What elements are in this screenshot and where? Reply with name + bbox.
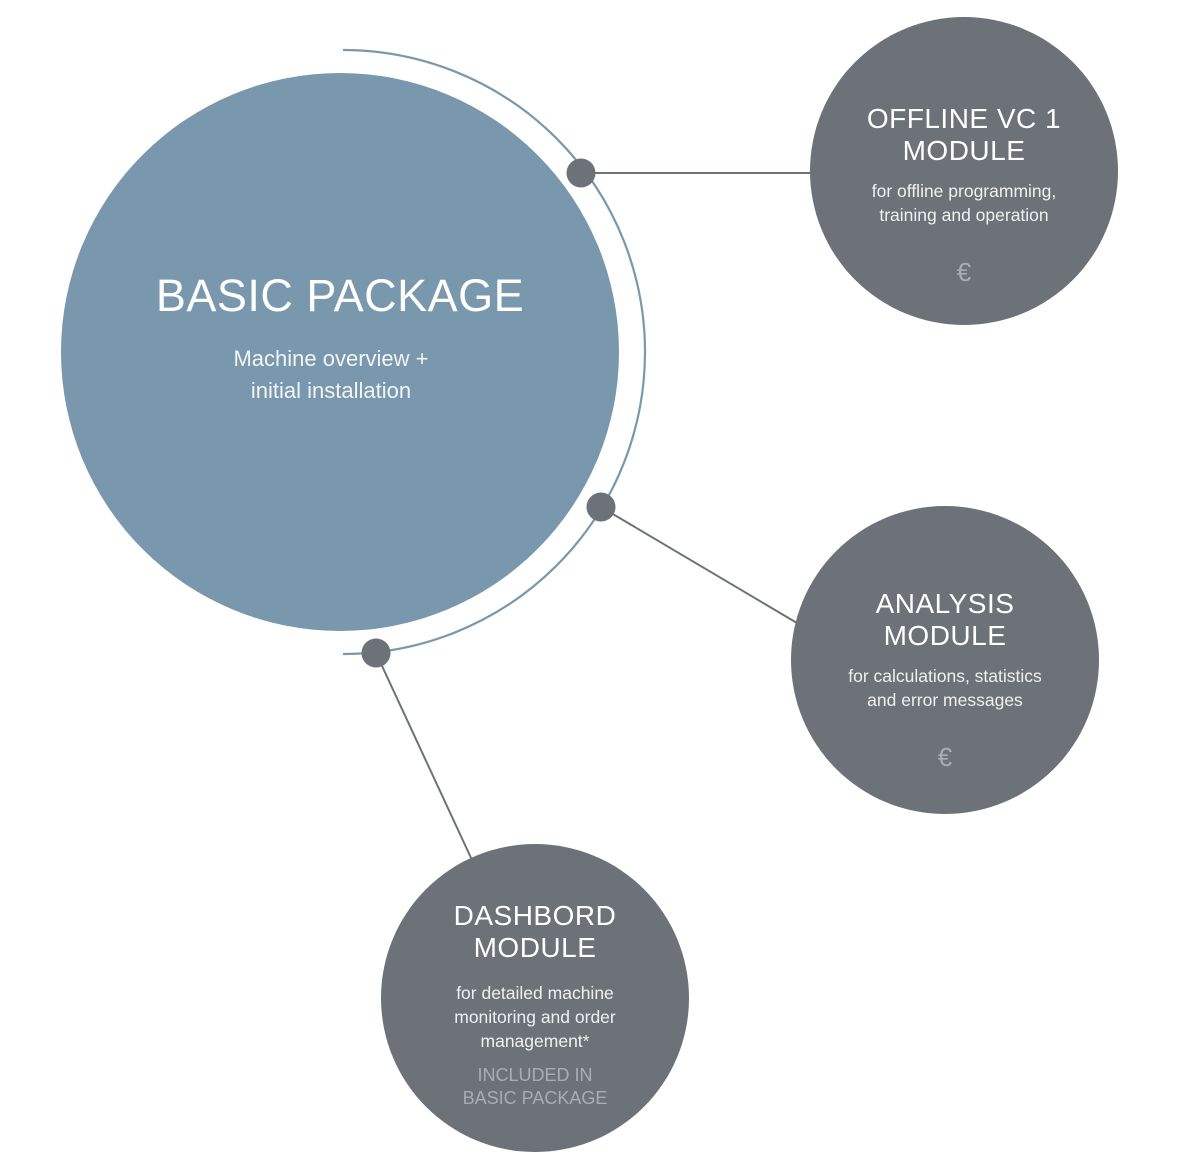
dashboard-module-title-line-1: DASHBORD (453, 900, 617, 931)
offline-module-circle: OFFLINE VC 1 MODULE for offline programm… (810, 17, 1118, 325)
analysis-module-euro-icon: € (937, 742, 953, 772)
offline-module-title-line-1: OFFLINE VC 1 (866, 103, 1062, 134)
dashboard-module-description-line-1: for detailed machine (456, 983, 614, 1003)
dashboard-module-included-note: INCLUDED IN BASIC PACKAGE (381, 1064, 689, 1110)
dashboard-module-description-line-2: monitoring and order (454, 1007, 616, 1027)
analysis-module-description-line-2: and error messages (867, 690, 1023, 710)
offline-module-title: OFFLINE VC 1 MODULE (810, 103, 1118, 167)
connector-dashboard (375, 652, 473, 861)
analysis-module-title-line-1: ANALYSIS (875, 588, 1015, 619)
basic-package-title: BASIC PACKAGE (155, 270, 525, 321)
analysis-module-circle: ANALYSIS MODULE for calculations, statis… (791, 506, 1099, 814)
basic-package-subtitle: Machine overview + initial installation (61, 343, 601, 407)
node-dot-offline (566, 158, 596, 188)
offline-module-description-line-2: training and operation (879, 205, 1049, 225)
analysis-module-description: for calculations, statistics and error m… (791, 664, 1099, 712)
outer-orbit-arc (342, 48, 647, 656)
basic-package-circle: BASIC PACKAGE Machine overview + initial… (61, 73, 619, 631)
node-dot-dashboard (361, 638, 391, 668)
offline-module-euro-icon: € (956, 257, 972, 287)
analysis-module-title-line-2: MODULE (883, 620, 1007, 651)
offline-module-title-line-2: MODULE (902, 135, 1026, 166)
dashboard-module-description-line-3: management* (480, 1031, 590, 1051)
analysis-module-title: ANALYSIS MODULE (791, 588, 1099, 652)
basic-package-subtitle-line-1: Machine overview + (233, 346, 429, 371)
basic-package-subtitle-line-2: initial installation (250, 378, 412, 403)
dashboard-module-circle: DASHBORD MODULE for detailed machine mon… (381, 844, 689, 1152)
dashboard-module-included-note-line-1: INCLUDED IN (477, 1065, 593, 1085)
dashboard-module-title-line-2: MODULE (473, 932, 597, 963)
node-dot-analysis (586, 492, 616, 522)
offline-module-description: for offline programming, training and op… (810, 179, 1118, 227)
offline-module-description-line-1: for offline programming, (871, 181, 1057, 201)
dashboard-module-title: DASHBORD MODULE (381, 900, 689, 964)
analysis-module-description-line-1: for calculations, statistics (848, 666, 1042, 686)
connector-analysis (600, 506, 798, 624)
dashboard-module-included-note-line-2: BASIC PACKAGE (462, 1088, 608, 1108)
dashboard-module-description: for detailed machine monitoring and orde… (381, 981, 689, 1053)
